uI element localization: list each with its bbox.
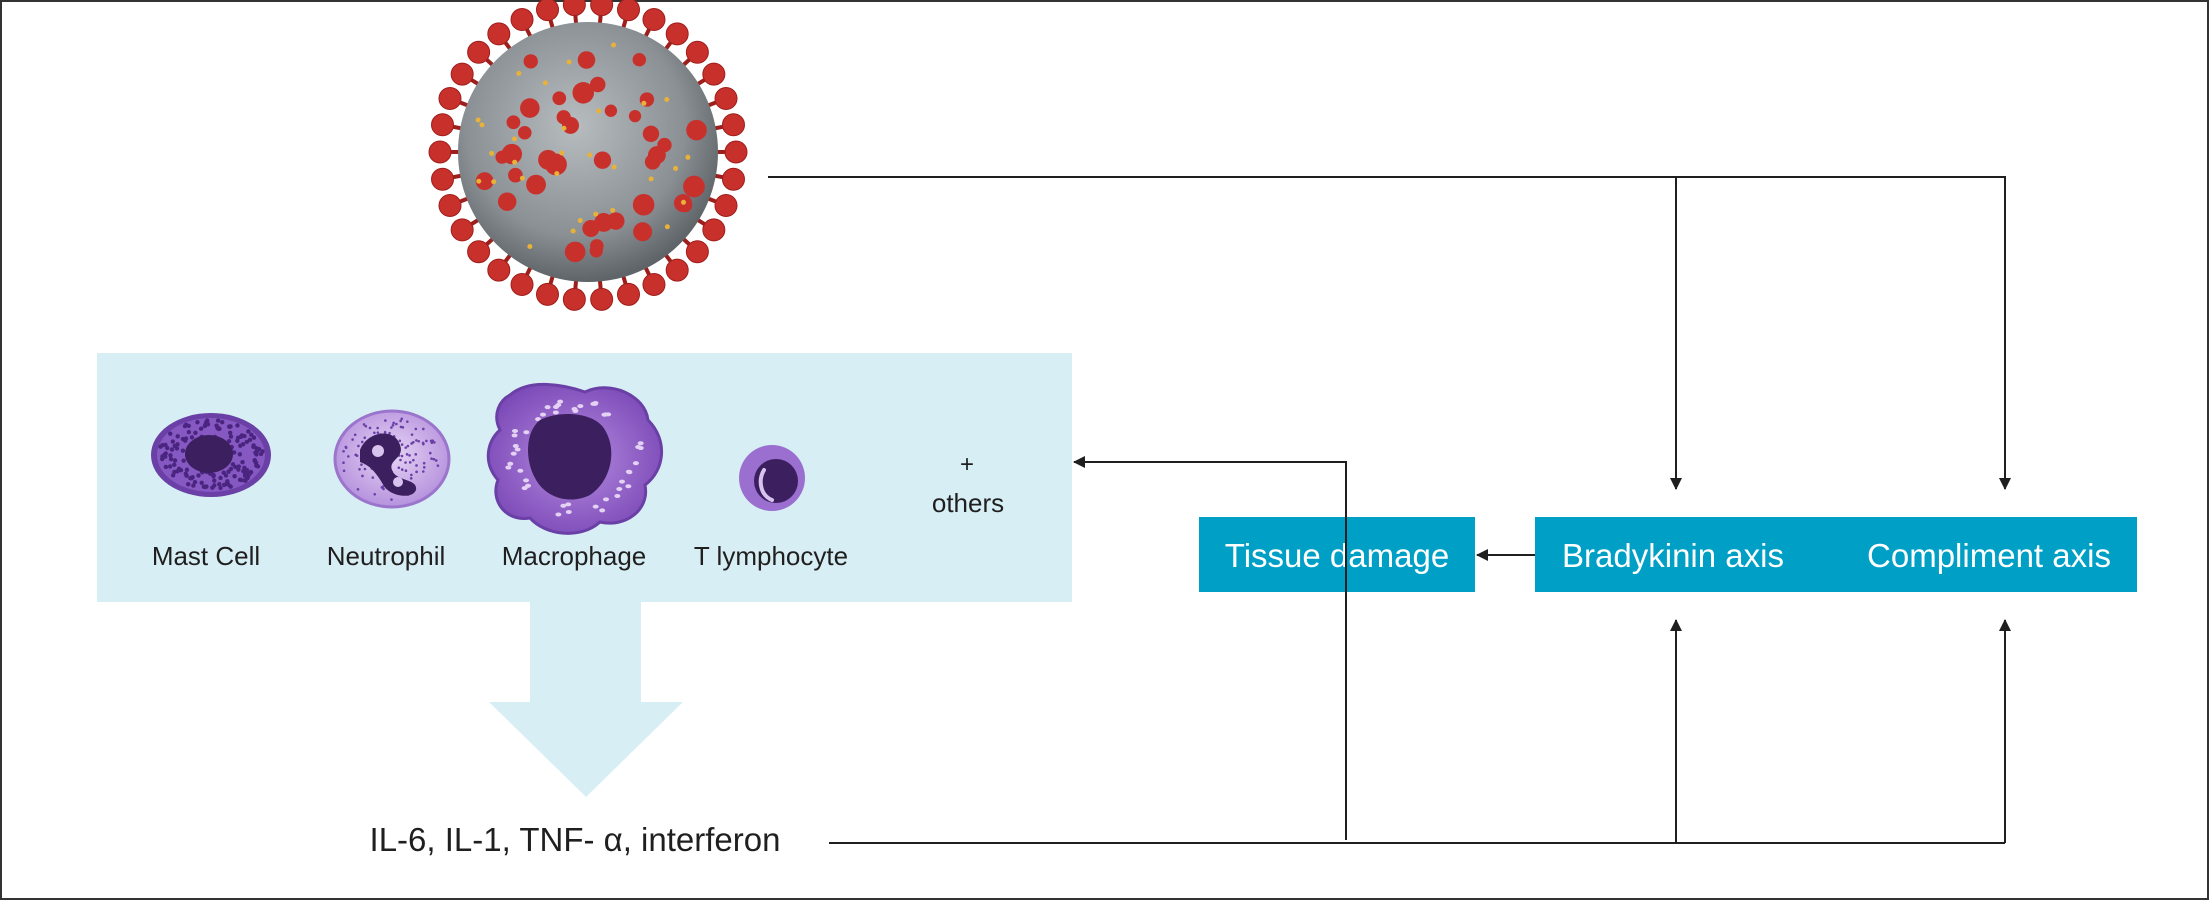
cytokine-release-arrow xyxy=(489,602,683,797)
compliment-axis-label: Compliment axis xyxy=(1867,537,2111,574)
tissue-damage-label: Tissue damage xyxy=(1225,537,1449,574)
plus-sign: + xyxy=(960,451,974,478)
mast-cell-icon xyxy=(151,413,271,497)
bradykinin-axis-label: Bradykinin axis xyxy=(1562,537,1784,574)
axes-box xyxy=(1535,517,2137,592)
macrophage-icon xyxy=(486,383,663,535)
connector-lines xyxy=(768,176,2011,844)
tissue-damage-box xyxy=(1199,517,1475,592)
virus-to-compliment-arrow xyxy=(768,176,2011,490)
mast-cell-label: Mast Cell xyxy=(152,541,260,571)
t-lymphocyte-icon xyxy=(739,445,805,511)
macrophage-label: Macrophage xyxy=(502,541,647,571)
tissue-to-cells-arrow xyxy=(1073,456,1347,840)
coronavirus-icon xyxy=(428,0,748,311)
others-label: others xyxy=(932,488,1004,518)
t-lymphocyte-label: T lymphocyte xyxy=(694,541,848,571)
neutrophil-icon xyxy=(333,409,451,509)
neutrophil-label: Neutrophil xyxy=(327,541,446,571)
cytokines-label: IL-6, IL-1, TNF- α, interferon xyxy=(370,821,781,858)
